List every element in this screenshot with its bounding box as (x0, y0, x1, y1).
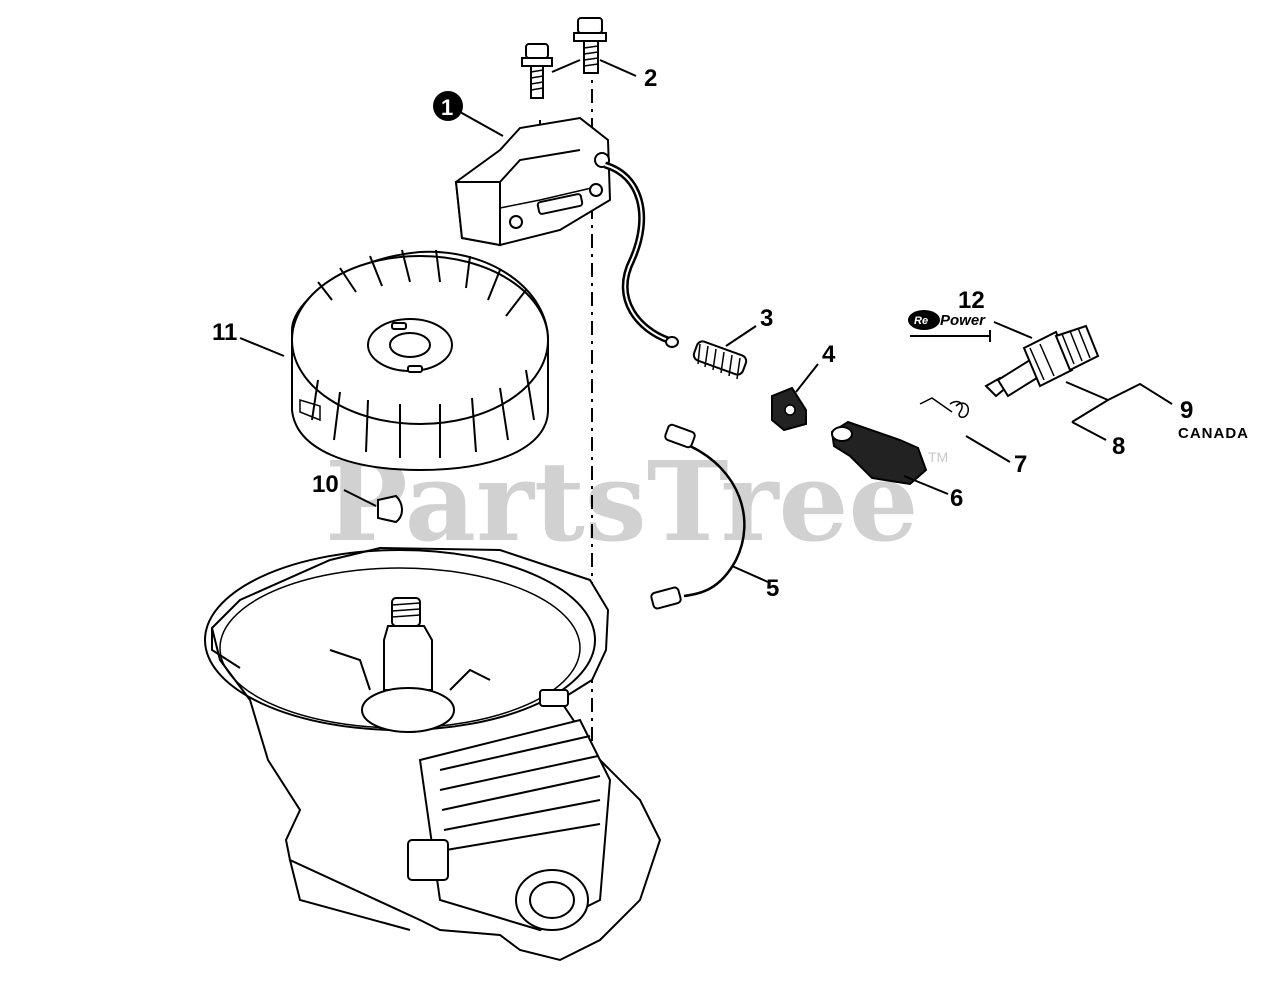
callout-3: 3 (760, 305, 773, 332)
callout-4: 4 (822, 341, 836, 368)
callout-9: 9 (1180, 397, 1193, 424)
callout-2: 2 (644, 65, 657, 92)
repower-word: Power (940, 312, 986, 329)
callouts: 1 2 3 4 5 6 7 8 9 CANADA 10 11 12 (212, 65, 1249, 602)
bolt-left (521, 43, 553, 99)
repower-logo: Re Power (908, 310, 991, 342)
callout-7: 7 (1014, 451, 1027, 478)
leader-lines (239, 59, 1173, 583)
spark-plug-cap-part[interactable] (830, 420, 928, 486)
flywheel-part[interactable] (291, 249, 549, 472)
canada-note: CANADA (1178, 425, 1249, 442)
callout-6: 6 (950, 485, 963, 512)
ignition-coil-part[interactable] (454, 116, 679, 348)
bolt-right (573, 17, 607, 74)
engine-block (204, 546, 662, 962)
bolts-part[interactable] (521, 17, 607, 99)
stop-wire-part[interactable] (650, 423, 746, 610)
repower-badge: Re (914, 315, 928, 327)
callout-1-circle (433, 91, 463, 121)
callout-8: 8 (1112, 433, 1125, 460)
callout-1: 1 (441, 95, 453, 120)
callout-10: 10 (312, 471, 339, 498)
callout-5: 5 (766, 575, 779, 602)
key-part[interactable] (377, 494, 403, 524)
callout-11: 11 (212, 319, 237, 346)
clamp-part[interactable] (771, 386, 807, 432)
spring-part[interactable] (692, 340, 748, 380)
spark-plug-part[interactable] (984, 324, 1100, 398)
small-spring-part[interactable] (919, 397, 970, 418)
watermark-trademark: TM (928, 449, 948, 465)
callout-12: 12 (958, 287, 985, 314)
